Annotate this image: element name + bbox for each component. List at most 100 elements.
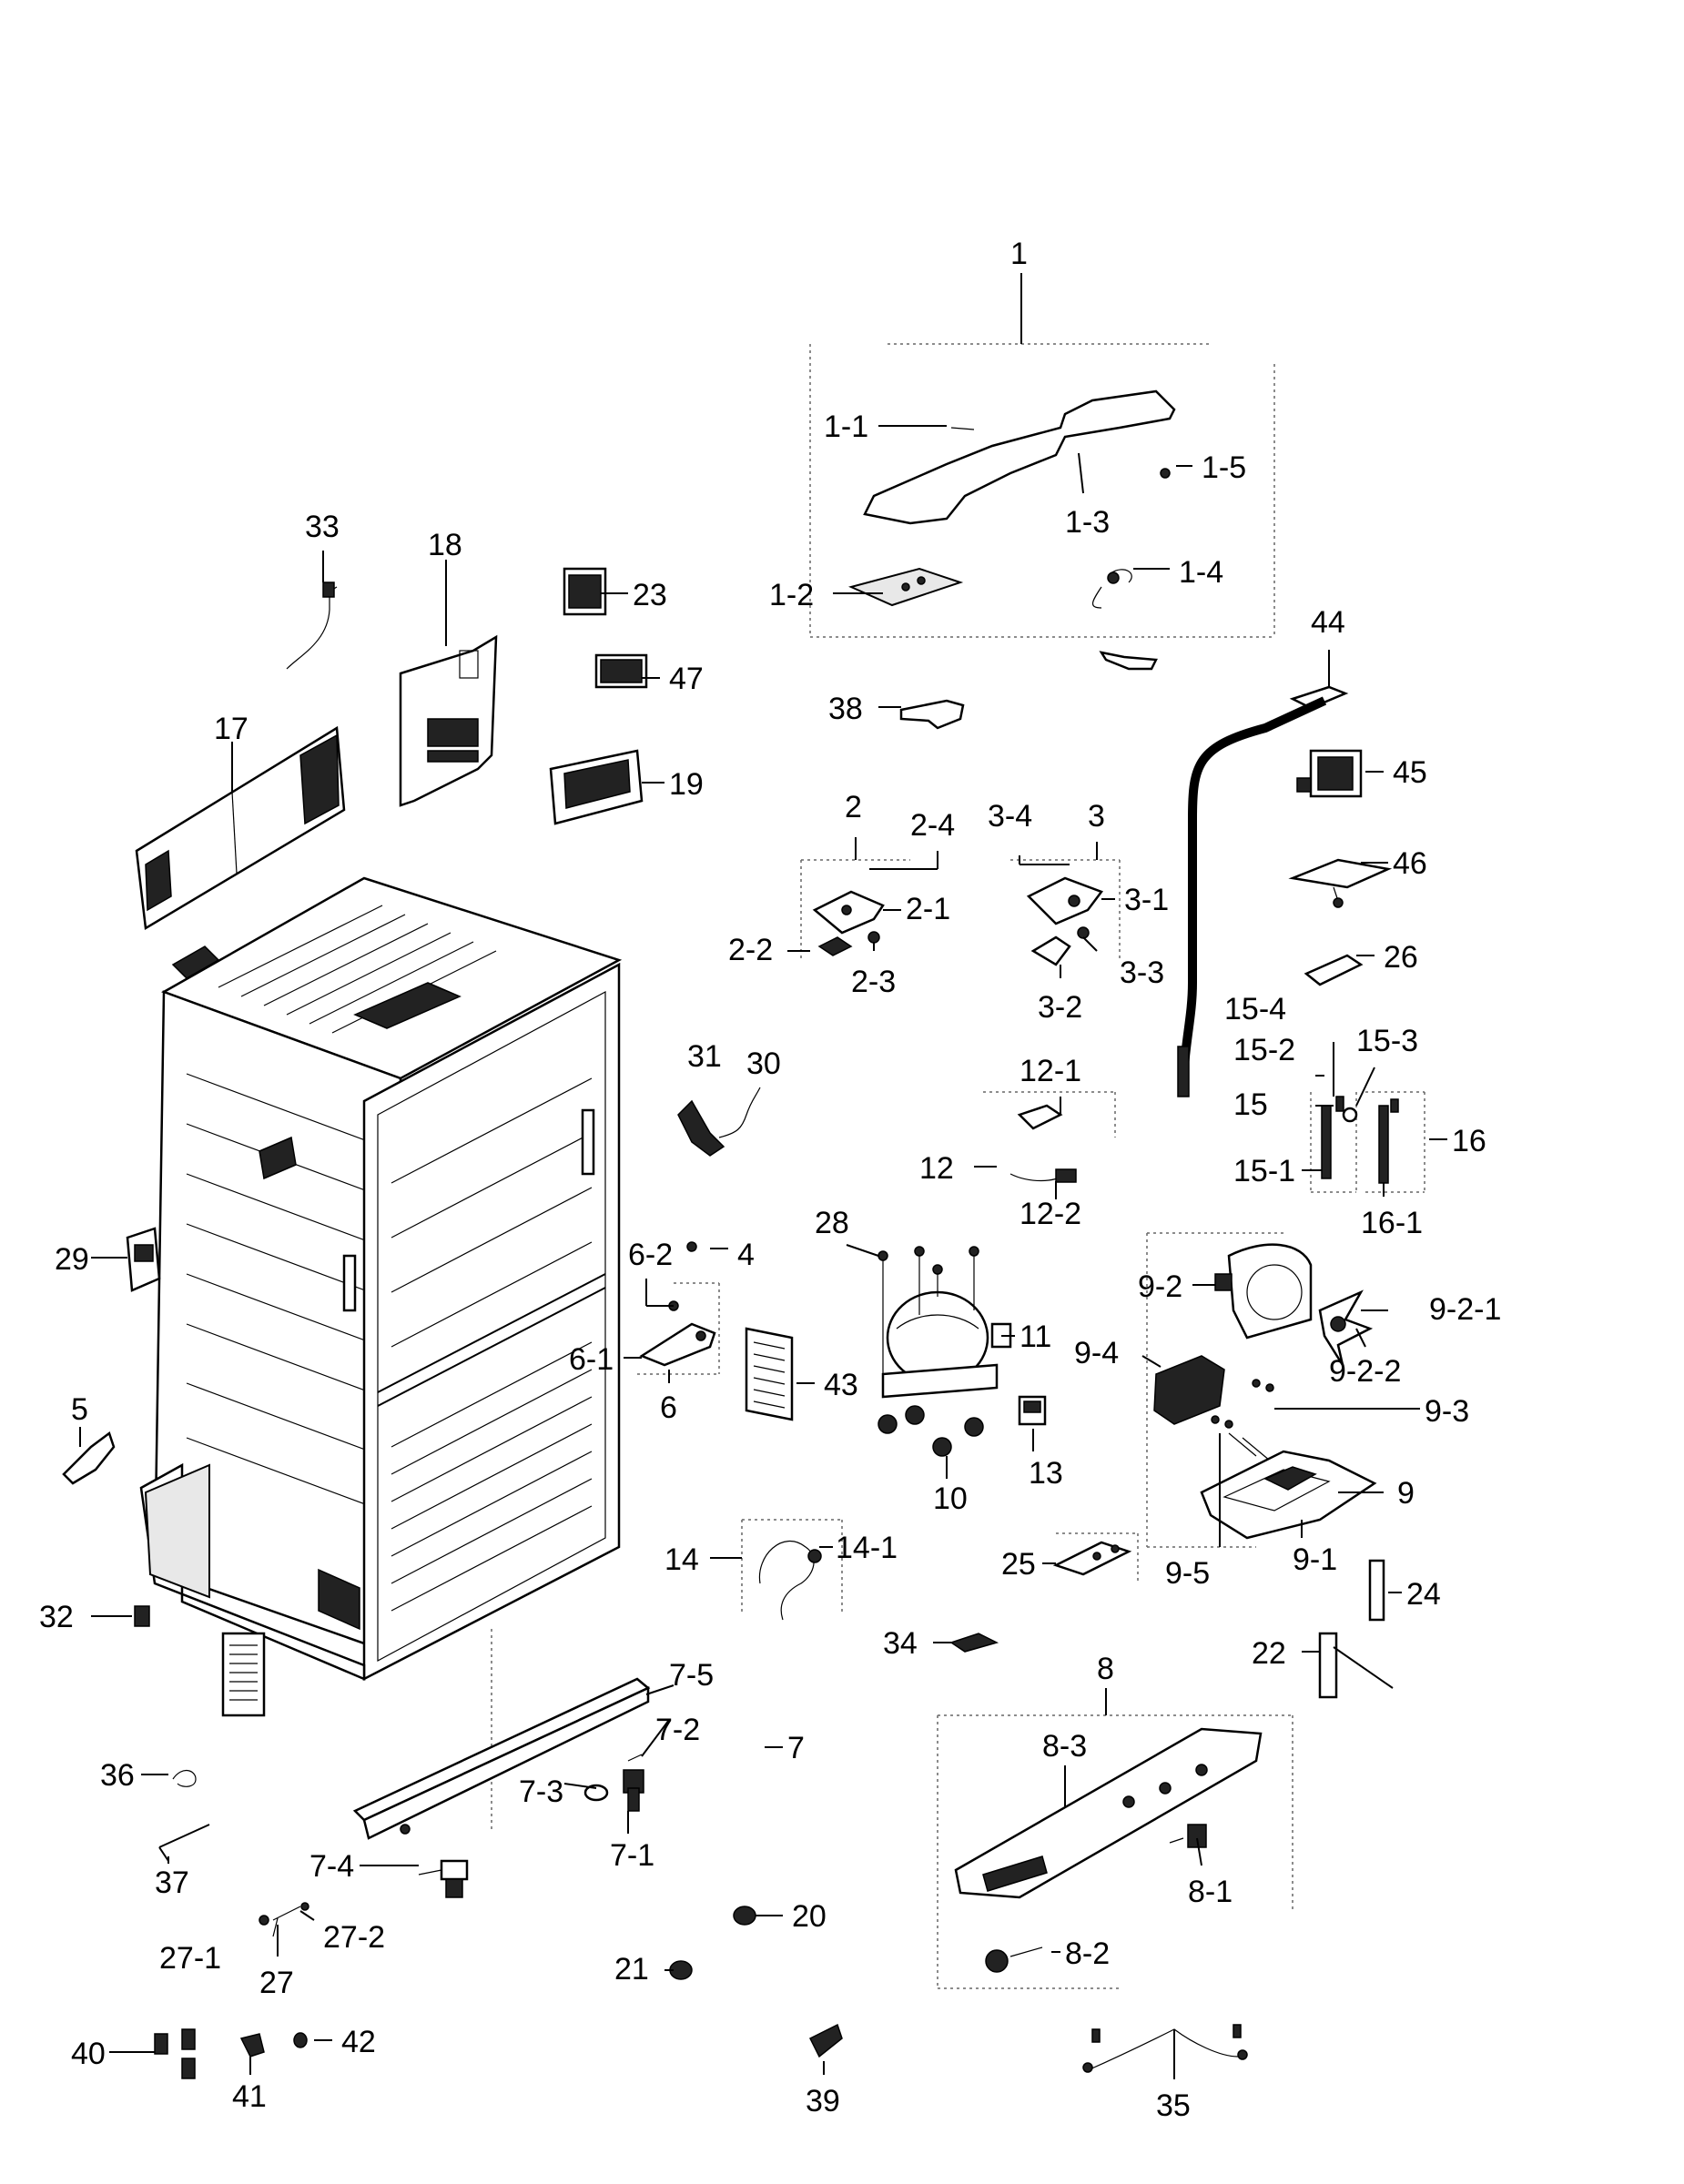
label-27-1: 27-1 [159,1941,221,1976]
label-29: 29 [55,1242,89,1277]
label-18: 18 [428,528,462,562]
label-9-4: 9-4 [1074,1336,1119,1370]
label-1-2: 1-2 [769,578,814,612]
label-12-1: 12-1 [1020,1054,1081,1088]
label-9-1: 9-1 [1293,1542,1337,1577]
part-37-clip [158,1824,210,1862]
part-5-bracket [62,1431,116,1485]
label-15-1: 15-1 [1233,1154,1295,1188]
group-7-rail [352,1629,651,1898]
label-2: 2 [845,790,862,824]
part-29-block [126,1227,161,1292]
part-36-clip [172,1770,197,1787]
part-32-clip [134,1605,150,1627]
group-3-box [1010,842,1121,966]
part-40-clips [154,2028,196,2079]
label-37: 37 [155,1866,189,1900]
label-8-3: 8-3 [1042,1729,1087,1764]
label-16-1: 16-1 [1361,1206,1423,1240]
label-15-3: 15-3 [1356,1024,1418,1058]
cabinet-body [139,876,623,1682]
label-3-1: 3-1 [1124,883,1169,917]
label-30: 30 [746,1046,781,1081]
label-14-1: 14-1 [836,1531,898,1565]
group-2-box [800,837,938,960]
label-22: 22 [1252,1636,1286,1671]
group-8-plate [937,1688,1293,1989]
part-14-harness [741,1519,843,1621]
label-47: 47 [669,662,704,696]
label-8-1: 8-1 [1188,1875,1233,1909]
label-9-2: 9-2 [1138,1269,1182,1304]
leader-lines [79,425,1447,2079]
label-6: 6 [660,1390,677,1425]
label-8-2: 8-2 [1065,1936,1110,1971]
compressor-assembly [878,1246,1012,1457]
label-3-2: 3-2 [1038,990,1082,1025]
label-46: 46 [1393,846,1427,881]
part-42-cap [293,2032,308,2048]
label-15-2: 15-2 [1233,1033,1295,1067]
label-15-4: 15-4 [1224,992,1286,1026]
label-7-4: 7-4 [309,1849,354,1884]
label-44: 44 [1311,605,1345,640]
label-16: 16 [1452,1124,1486,1158]
part-31-bracket [677,1099,725,1157]
label-3: 3 [1088,799,1105,834]
part-41-connector [239,2033,265,2058]
label-27-2: 27-2 [323,1920,385,1955]
part-18-panel [399,634,498,807]
part-23-board [563,567,607,616]
label-35: 35 [1156,2088,1191,2123]
part-20-grommet [733,1906,756,1926]
label-9-2-1: 9-2-1 [1429,1292,1501,1327]
group-9-fan [1146,1232,1377,1548]
part-38-bracket [899,699,965,730]
part-13-relay [1018,1395,1047,1426]
kickplate-grille [221,1632,266,1717]
label-33: 33 [305,510,340,544]
part-46-filter-bracket [1288,858,1393,908]
label-42: 42 [341,2025,376,2059]
label-6-1: 6-1 [569,1342,614,1377]
part-30-wire [718,1087,761,1138]
label-2-3: 2-3 [851,965,896,999]
label-36: 36 [100,1758,135,1793]
label-39: 39 [806,2084,840,2118]
group-12 [983,1091,1116,1183]
label-12-2: 12-2 [1020,1197,1081,1231]
group-15-16 [1310,1091,1425,1193]
label-28: 28 [815,1206,849,1240]
part-24-tube [1368,1559,1385,1622]
label-23: 23 [633,578,667,612]
part-17-back-panel [135,725,346,931]
part-35-harness [1082,2024,1248,2073]
label-11: 11 [1020,1320,1051,1354]
group-1-box [809,273,1275,638]
label-25: 25 [1001,1547,1036,1582]
label-7-2: 7-2 [655,1713,700,1747]
label-45: 45 [1393,755,1427,790]
label-27: 27 [259,1966,294,2000]
top-bracket-part [848,389,1176,671]
label-3-4: 3-4 [988,799,1032,834]
label-32: 32 [39,1600,74,1634]
label-4: 4 [737,1238,755,1272]
label-9: 9 [1397,1476,1415,1511]
label-43: 43 [824,1368,858,1402]
label-7-3: 7-3 [519,1774,563,1809]
group-6 [637,1241,720,1375]
label-31: 31 [687,1039,722,1074]
label-41: 41 [232,2079,267,2114]
part-22-dryer [1318,1632,1394,1699]
label-17: 17 [214,712,249,746]
label-2-4: 2-4 [910,808,955,843]
label-9-2-2: 9-2-2 [1329,1354,1401,1389]
part-number-labels: 1 1-1 1-2 1-3 1-4 1-5 33 18 23 47 19 17 … [39,237,1501,2123]
label-9-3: 9-3 [1425,1394,1469,1429]
label-5: 5 [71,1392,88,1427]
label-1: 1 [1010,237,1028,271]
part-34-grommet [949,1633,999,1653]
label-21: 21 [614,1952,649,1987]
